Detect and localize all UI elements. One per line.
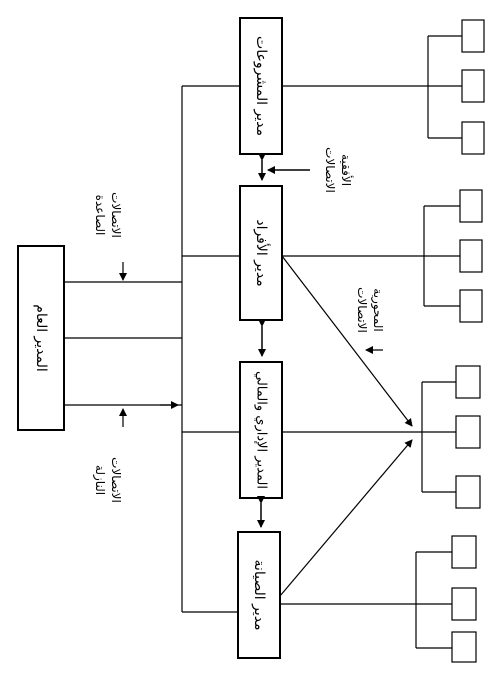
diagonal-label-line2: المحورية <box>370 288 385 331</box>
upward-comm-label: الاتصالات الصاعدة <box>93 192 123 238</box>
horizontal-label-line1: الاتصالات <box>323 147 337 193</box>
downward-label-line1: الاتصالات <box>109 457 123 503</box>
admin-finance-manager-box: المدير الإداري والمالي <box>239 361 283 499</box>
maintenance-manager-box: مدير الصيانة <box>237 531 281 659</box>
diagonal-links <box>279 255 413 597</box>
maintenance-manager-label: مدير الصيانة <box>251 559 267 630</box>
general-manager-box: المدير العام <box>17 245 65 431</box>
projects-manager-label: مدير المشروعات <box>253 36 269 136</box>
projects-manager-box: مدير المشروعات <box>239 17 283 155</box>
admin-finance-manager-label: المدير الإداري والمالي <box>254 371 269 489</box>
diagonal-comm-label: الاتصالات المحورية <box>355 287 385 333</box>
downward-comm-label: الاتصالات النازلة <box>92 457 123 503</box>
projects-subunits <box>282 19 485 155</box>
diagonal-label-line1: الاتصالات <box>355 287 369 333</box>
upward-label-line2: الصاعدة <box>93 195 107 236</box>
horizontal-label-line2: الأفقية <box>339 154 354 186</box>
maintenance-subunits <box>280 535 477 663</box>
horizontal-links <box>257 153 310 528</box>
personnel-manager-label: مدير الأفراد <box>253 219 271 286</box>
admin-subunits <box>282 365 481 509</box>
gm-connectors <box>64 85 240 613</box>
personnel-subunits <box>282 189 483 323</box>
horizontal-comm-label: الاتصالات الأفقية <box>323 147 354 193</box>
upward-label-line1: الاتصالات <box>109 192 123 238</box>
personnel-manager-box: مدير الأفراد <box>239 185 283 321</box>
general-manager-label: المدير العام <box>33 304 49 372</box>
downward-label-line2: النازلة <box>92 465 107 495</box>
